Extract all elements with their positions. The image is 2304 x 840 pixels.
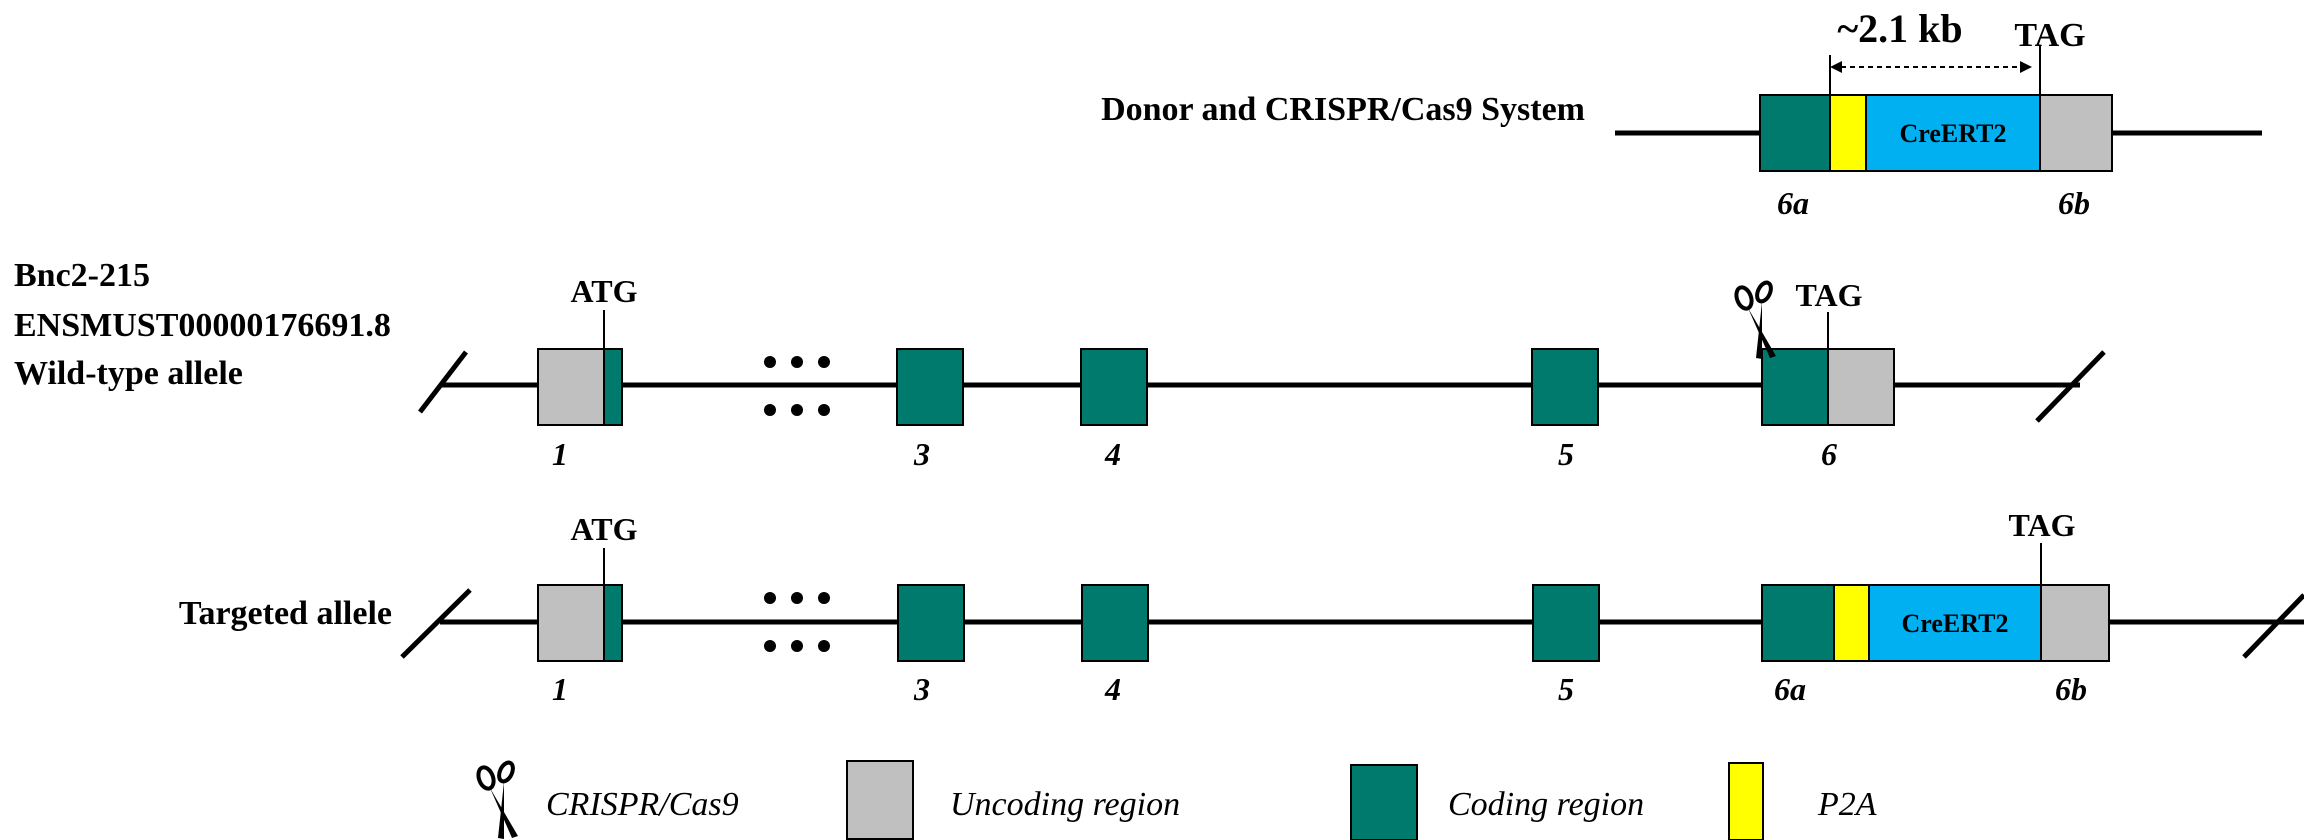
legend-p2a-swatch [1728, 762, 1764, 840]
legend-coding-label: Coding region [1448, 786, 1644, 823]
wt-exon-6-coding [1761, 348, 1829, 426]
targeted-exon-1-label: 1 [552, 671, 568, 707]
targeted-exon-4 [1081, 584, 1149, 662]
wildtype-allele: Bnc2-215 ENSMUST00000176691.8 Wild-type … [14, 257, 2106, 472]
wt-break-right [2035, 350, 2106, 423]
targeted-ellipsis-dots [764, 592, 830, 652]
targeted-exon-3-label: 3 [913, 671, 930, 707]
targeted-exon-5 [1532, 584, 1600, 662]
legend-p2a-label: P2A [1817, 786, 1877, 823]
targeted-exon-4-label: 4 [1104, 671, 1121, 707]
targeted-exon-5-label: 5 [1558, 671, 1574, 707]
legend-uncoding-label: Uncoding region [950, 786, 1180, 823]
wt-transcript-id: ENSMUST00000176691.8 [14, 307, 391, 344]
targeted-allele: Targeted allele ATG CreERT2 TAG 1 3 4 5 … [179, 507, 2304, 707]
targeted-exon-3 [897, 584, 965, 662]
targeted-exon-1-uncoding [537, 584, 605, 662]
donor-exon-6b-uncoding [2039, 94, 2113, 172]
wt-exon-1-coding [603, 348, 623, 426]
wt-exon-3 [896, 348, 964, 426]
targeted-exon-1-coding [603, 584, 623, 662]
targeted-exon-6a-label: 6a [1774, 671, 1806, 707]
wt-gene-name: Bnc2-215 [14, 257, 150, 294]
targeted-exon-6b-label: 6b [2055, 671, 2087, 707]
wt-exon-5 [1531, 348, 1599, 426]
wt-exon-1-uncoding [537, 348, 605, 426]
donor-exon-6a-coding [1759, 94, 1831, 172]
targeted-break-right [2242, 593, 2304, 659]
targeted-p2a [1833, 584, 1870, 662]
wt-atg-label: ATG [571, 273, 638, 309]
legend-uncoding-swatch [846, 760, 914, 840]
wt-exon-1-label: 1 [552, 436, 568, 472]
wt-cut-site-scissors-icon [1731, 278, 1778, 361]
targeted-creert2-label: CreERT2 [1902, 609, 2009, 638]
targeted-atg-label: ATG [571, 511, 638, 547]
legend-scissors-icon [473, 758, 520, 840]
wt-break-left [418, 350, 468, 414]
wt-exon-4 [1080, 348, 1148, 426]
targeted-tag-label: TAG [2009, 507, 2076, 543]
donor-construct: Donor and CRISPR/Cas9 System CreERT2 ~2.… [1101, 6, 2262, 221]
wt-tag-label: TAG [1796, 277, 1863, 313]
donor-title: Donor and CRISPR/Cas9 System [1101, 91, 1585, 128]
donor-exon-6b-label: 6b [2058, 185, 2090, 221]
legend-coding-swatch [1350, 764, 1418, 840]
wt-allele-label: Wild-type allele [14, 355, 243, 392]
donor-creert2-label: CreERT2 [1900, 119, 2007, 148]
donor-p2a [1829, 94, 1867, 172]
legend: CRISPR/Cas9 Uncoding region Coding regio… [473, 758, 1877, 840]
wt-exon-4-label: 4 [1104, 436, 1121, 472]
legend-crispr-label: CRISPR/Cas9 [546, 786, 739, 823]
wt-exon-6-uncoding [1827, 348, 1895, 426]
targeted-exon-6b-uncoding [2040, 584, 2110, 662]
wt-exon-6-label: 6 [1821, 436, 1837, 472]
donor-exon-6a-label: 6a [1777, 185, 1809, 221]
donor-tag-label: TAG [2014, 17, 2085, 54]
targeted-exon-6a-coding [1761, 584, 1835, 662]
targeted-allele-label: Targeted allele [179, 595, 392, 632]
wt-ellipsis-dots [764, 356, 830, 416]
wt-exon-3-label: 3 [913, 436, 930, 472]
wt-exon-5-label: 5 [1558, 436, 1574, 472]
donor-size-label: ~2.1 kb [1837, 6, 1962, 51]
targeted-creert2 [1868, 584, 2042, 662]
targeted-break-left [400, 588, 472, 659]
